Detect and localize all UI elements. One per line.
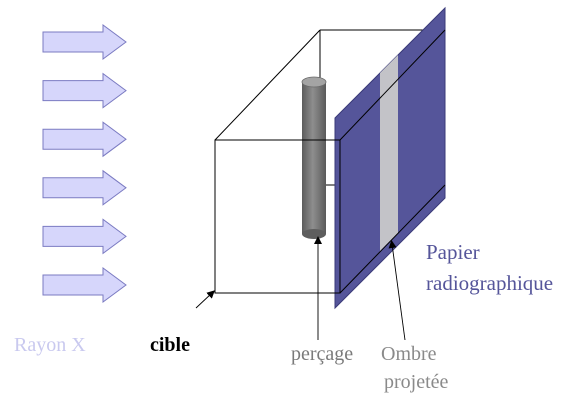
xray-arrows <box>42 24 127 303</box>
paper-label-line1: Papier <box>426 240 480 264</box>
radiographic-paper <box>334 6 446 310</box>
shadow-pointer <box>388 240 406 341</box>
drill-label: perçage <box>291 343 353 365</box>
xray-arrow <box>42 72 127 109</box>
pointer-arrows <box>195 236 406 341</box>
shadow-label-line2: projetée <box>384 371 449 393</box>
target-pointer <box>195 290 215 309</box>
shadow-label-line1: Ombre <box>381 343 437 365</box>
xray-arrow <box>42 169 127 206</box>
target-cube-front <box>214 29 446 294</box>
xray-arrow <box>42 24 127 60</box>
rays-label: Rayon X <box>14 334 86 356</box>
paper-label-line2: radiographique <box>426 271 553 295</box>
drill-hole-cylinder <box>301 76 327 239</box>
target-label: cible <box>150 334 190 356</box>
xray-arrow <box>42 218 127 255</box>
xray-arrow <box>42 121 127 158</box>
xray-arrow <box>42 267 127 303</box>
projected-shadow <box>380 55 398 251</box>
